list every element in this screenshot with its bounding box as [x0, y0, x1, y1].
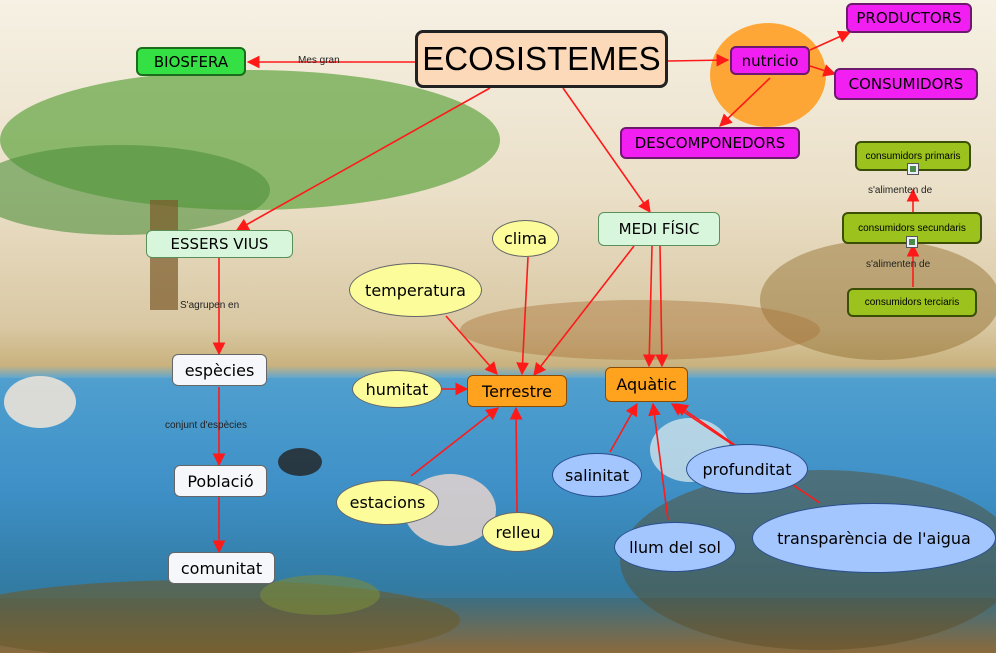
arrow-profunditat-aquatic — [674, 403, 736, 446]
node-descomponedors: DESCOMPONEDORS — [620, 127, 800, 159]
arrow-title-nutricio — [667, 53, 730, 67]
arrow-medi-aquatic — [642, 245, 656, 368]
arrow-nutricio-descomponedors — [719, 77, 771, 127]
node-biosfera: BIOSFERA — [136, 47, 246, 76]
image-icon[interactable] — [906, 236, 918, 248]
label-sagrupen-en: S'agrupen en — [180, 300, 240, 311]
node-llum-del-sol: llum del sol — [614, 522, 736, 572]
node-estacions: estacions — [336, 480, 439, 525]
node-poblacio: Població — [174, 465, 267, 497]
tree-canopy-2 — [0, 145, 270, 235]
arrow-estacions-terrestre — [410, 407, 500, 477]
arrow-medi-terrestre — [533, 245, 635, 377]
node-clima: clima — [492, 220, 559, 257]
node-terrestre: Terrestre — [467, 375, 567, 407]
node-essers-vius: ESSERS VIUS — [146, 230, 293, 258]
node-comunitat: comunitat — [168, 552, 275, 584]
node-profunditat: profunditat — [686, 444, 808, 494]
node-consumidors-terciaris: consumidors terciaris — [847, 288, 977, 317]
node-nutricio: nutricio — [730, 46, 810, 75]
node-productors: PRODUCTORS — [846, 3, 972, 33]
arrow-clima-terrestre — [516, 256, 529, 376]
fish — [260, 575, 380, 615]
label-mes-gran: Mes gran — [298, 55, 340, 66]
arrow-medi-aquatic-2 — [655, 245, 669, 368]
beetle — [278, 448, 322, 476]
node-medi-fisic: MEDI FÍSIC — [598, 212, 720, 246]
node-aquatic: Aquàtic — [605, 367, 688, 402]
label-conjunt-especies: conjunt d'espècies — [165, 420, 247, 431]
arrow-relleu-terrestre — [509, 406, 523, 513]
node-temperatura: temperatura — [349, 263, 482, 317]
arrow-nutricio-consumidors — [809, 64, 837, 77]
node-especies: espècies — [172, 354, 267, 386]
label-salimenten-2: s'alimenten de — [866, 259, 931, 270]
arrow-temperatura-terrestre — [445, 315, 498, 375]
microscope-circle-1 — [4, 376, 76, 428]
label-salimenten-1: s'alimenten de — [868, 185, 933, 196]
node-salinitat: salinitat — [552, 453, 642, 497]
arrow-title-essers — [235, 87, 491, 231]
arrow-salinitat-aquatic — [609, 402, 638, 453]
image-icon[interactable] — [907, 163, 919, 175]
node-relleu: relleu — [482, 512, 554, 552]
node-humitat: humitat — [352, 370, 442, 408]
arrow-llum-aquatic — [648, 402, 669, 521]
arrow-nutricio-productors — [809, 30, 852, 51]
node-transparencia: transparència de l'aigua — [752, 503, 996, 573]
title-node: ECOSISTEMES — [415, 30, 668, 88]
rocks — [460, 300, 820, 360]
arrow-title-medi — [562, 87, 651, 214]
node-consumidors: CONSUMIDORS — [834, 68, 978, 100]
